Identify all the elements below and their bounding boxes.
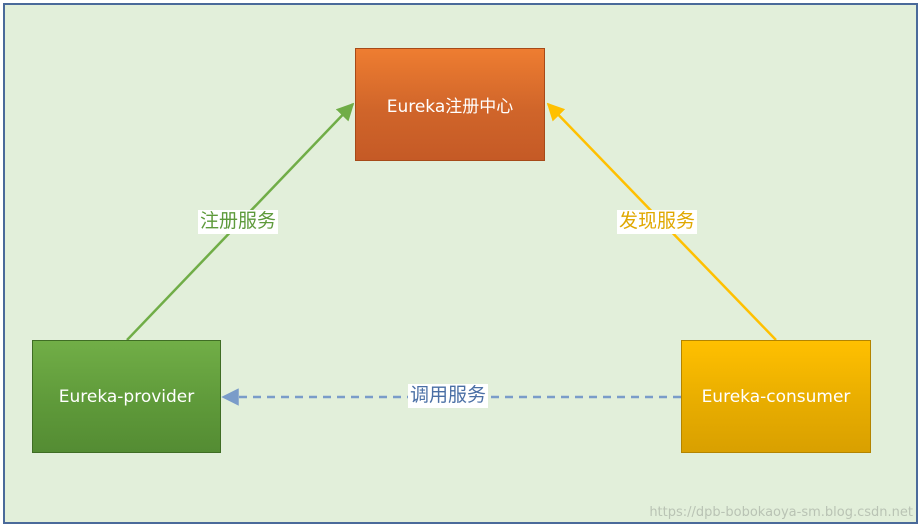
eureka-consumer-node: Eureka-consumer [681,340,871,453]
discover-service-label: 发现服务 [617,210,698,234]
watermark-text: https://dpb-bobokaoya-sm.blog.csdn.net [649,505,913,520]
invoke-service-label: 调用服务 [408,384,489,408]
eureka-consumer-label: Eureka-consumer [701,386,851,407]
eureka-server-label: Eureka注册中心 [386,97,514,117]
eureka-provider-label: Eureka-provider [58,386,195,407]
register-service-label: 注册服务 [198,210,279,234]
eureka-server-node: Eureka注册中心 [355,48,545,161]
eureka-provider-node: Eureka-provider [32,340,221,453]
